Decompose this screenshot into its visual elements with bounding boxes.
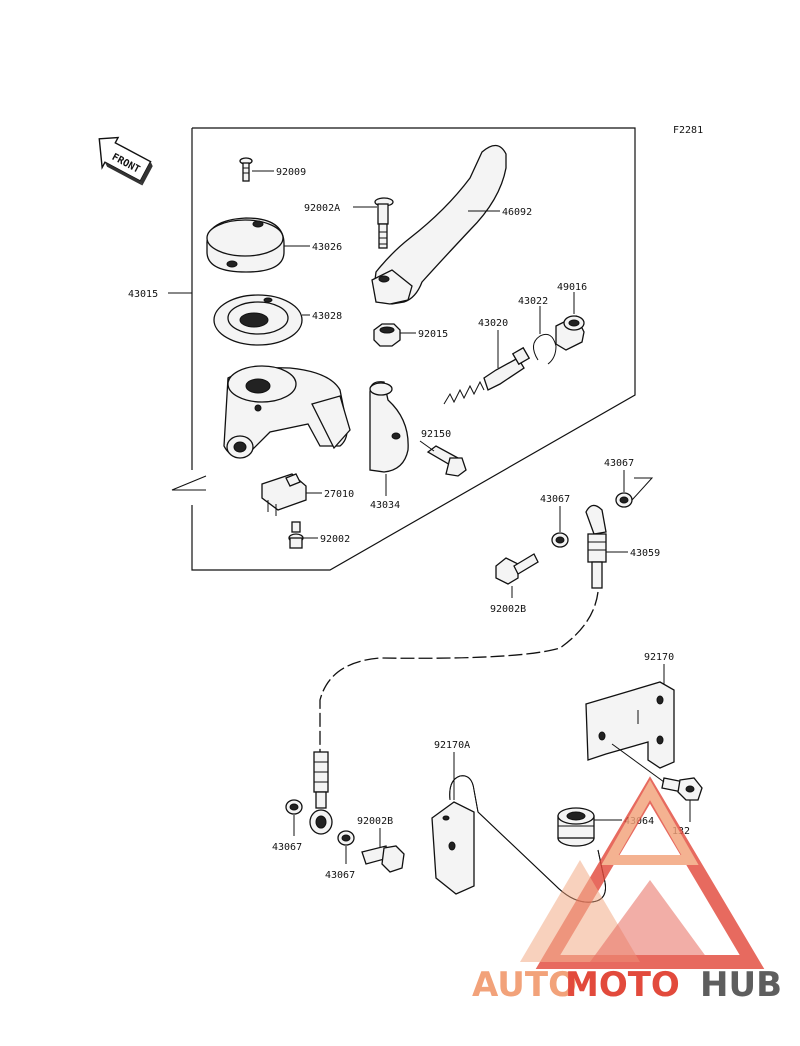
brake-hose	[319, 591, 599, 752]
assembly-frame	[191, 127, 636, 571]
label-92002A: 92002A	[304, 203, 340, 214]
bracket-92170A	[431, 775, 606, 903]
label-43067-bottom: 43067	[325, 870, 355, 881]
piston-spring-43020	[443, 346, 531, 405]
watermark-text-moto: MOTO	[565, 965, 680, 1005]
screw-92009	[239, 157, 253, 182]
washer-43067-top	[615, 492, 633, 508]
hose-break-mark	[631, 477, 654, 501]
bolt-92002B-top	[495, 553, 539, 585]
bolt-92150	[426, 445, 467, 477]
lower-banjo-fitting	[309, 751, 333, 835]
label-43015: 43015	[128, 289, 158, 300]
label-92170A: 92170A	[434, 740, 470, 751]
label-43067-left: 43067	[272, 842, 302, 853]
grommet-43064	[557, 807, 595, 847]
label-27010: 27010	[324, 489, 354, 500]
label-92002B-bottom: 92002B	[357, 816, 393, 827]
label-92170: 92170	[644, 652, 674, 663]
washer-43067-left	[285, 799, 303, 815]
watermark-logo	[520, 776, 765, 969]
label-43034: 43034	[370, 500, 400, 511]
circlip-43022	[533, 333, 557, 365]
banjo-fitting-43059	[585, 504, 607, 589]
label-92002: 92002	[320, 534, 350, 545]
label-43067-top: 43067	[604, 458, 634, 469]
front-arrow-icon: FRONT	[98, 136, 153, 186]
diaphragm-43028	[213, 294, 303, 346]
bolt-92002B-bottom	[361, 845, 405, 873]
boot-49016	[555, 315, 585, 351]
label-46092: 46092	[502, 207, 532, 218]
nut-92015	[373, 323, 401, 347]
label-92002B-top: 92002B	[490, 604, 526, 615]
label-92015: 92015	[418, 329, 448, 340]
label-43022: 43022	[518, 296, 548, 307]
brake-lever-46092	[371, 144, 507, 305]
washer-43067-mid	[551, 532, 569, 548]
label-43059: 43059	[630, 548, 660, 559]
frame-break	[171, 475, 207, 491]
label-43026: 43026	[312, 242, 342, 253]
screw-92002	[288, 521, 304, 549]
brake-switch-27010	[261, 473, 307, 516]
reservoir-cap-43026	[206, 217, 285, 273]
bolt-92002A	[374, 197, 394, 249]
clamp-43034	[369, 381, 409, 473]
label-43028: 43028	[312, 311, 342, 322]
watermark-text-hub: HUB	[700, 965, 782, 1005]
washer-43067-bottom	[337, 830, 355, 846]
label-49016: 49016	[557, 282, 587, 293]
figure-code: F2281	[673, 125, 703, 136]
label-43020: 43020	[478, 318, 508, 329]
label-92150: 92150	[421, 429, 451, 440]
master-cylinder-body	[223, 365, 351, 459]
bolt-132	[661, 777, 703, 801]
watermark-text-auto: AUTO	[472, 965, 577, 1005]
label-92009: 92009	[276, 167, 306, 178]
bracket-92170	[585, 681, 675, 769]
label-43067-mid: 43067	[540, 494, 570, 505]
